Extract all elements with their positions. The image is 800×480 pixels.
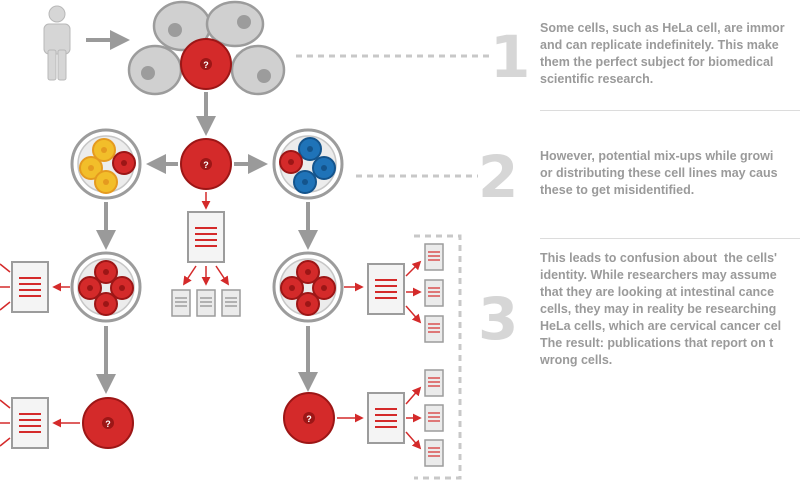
divider — [540, 110, 800, 111]
document-icon — [221, 289, 241, 317]
document-icon — [11, 397, 49, 449]
hela-cell — [280, 276, 304, 300]
intestinal-cell — [293, 170, 317, 194]
hela-cell: ? — [82, 397, 134, 449]
intestinal-cell — [79, 156, 103, 180]
grey-cell — [152, 0, 212, 52]
arrow-offscreen — [0, 263, 11, 273]
document-icon — [187, 211, 225, 263]
question-mark-icon: ? — [306, 414, 312, 424]
hela-cell — [112, 151, 136, 175]
document-icon — [424, 439, 444, 467]
hela-cell — [296, 260, 320, 284]
step-3-number: 3 — [478, 285, 519, 353]
arrow-doc-to-small-doc — [405, 431, 422, 450]
petri-dish-icon — [272, 128, 344, 200]
step-3-text: This leads to confusion about the cells'… — [540, 251, 782, 367]
question-mark-icon: ? — [105, 419, 111, 429]
hela-cell — [279, 150, 303, 174]
step-1-text: Some cells, such as HeLa cell, are immor… — [540, 21, 785, 86]
connector-step-3 — [414, 234, 462, 480]
arrow-offscreen — [0, 437, 11, 447]
document-icon — [11, 261, 49, 313]
arrow-offscreen — [0, 399, 11, 409]
grey-cell — [205, 0, 265, 48]
document-icon — [424, 279, 444, 307]
hela-cell — [94, 260, 118, 284]
document-icon — [424, 404, 444, 432]
step-1-number: 1 — [490, 23, 531, 91]
petri-dish-icon — [70, 128, 142, 200]
question-mark-icon: ? — [203, 160, 209, 170]
grey-cell — [230, 44, 286, 96]
hela-cell — [94, 292, 118, 316]
hela-cell: ? — [180, 138, 232, 190]
hela-cell: ? — [283, 392, 335, 444]
step-2-number: 2 — [478, 143, 519, 211]
document-icon — [367, 263, 405, 315]
document-icon — [367, 392, 405, 444]
petri-dish-icon — [70, 251, 142, 323]
arrow-doc-to-small-doc — [405, 305, 422, 324]
hela-cell — [312, 276, 336, 300]
grey-cell — [127, 44, 183, 96]
step-2-text: However, potential mix-ups while growi o… — [540, 149, 778, 197]
intestinal-cell — [312, 156, 336, 180]
divider — [540, 238, 800, 239]
document-icon — [424, 369, 444, 397]
document-icon — [196, 289, 216, 317]
petri-dish-icon — [272, 251, 344, 323]
arrow-doc-to-small-doc — [405, 260, 422, 277]
document-icon — [424, 243, 444, 271]
person-icon — [43, 5, 71, 81]
hela-cell — [296, 292, 320, 316]
document-icon — [171, 289, 191, 317]
hela-cell — [110, 276, 134, 300]
arrow-doc-to-small-doc — [183, 265, 197, 286]
hela-cell: ? — [180, 38, 232, 90]
arrow-doc-to-small-doc — [405, 386, 422, 405]
intestinal-cell — [94, 170, 118, 194]
arrow-doc-to-small-doc — [215, 265, 229, 286]
document-icon — [424, 315, 444, 343]
original-cell-cluster: ? — [127, 0, 286, 96]
hela-cell — [78, 276, 102, 300]
intestinal-cell — [298, 137, 322, 161]
question-mark-icon: ? — [203, 60, 209, 70]
intestinal-cell — [92, 138, 116, 162]
arrow-offscreen — [0, 301, 11, 311]
